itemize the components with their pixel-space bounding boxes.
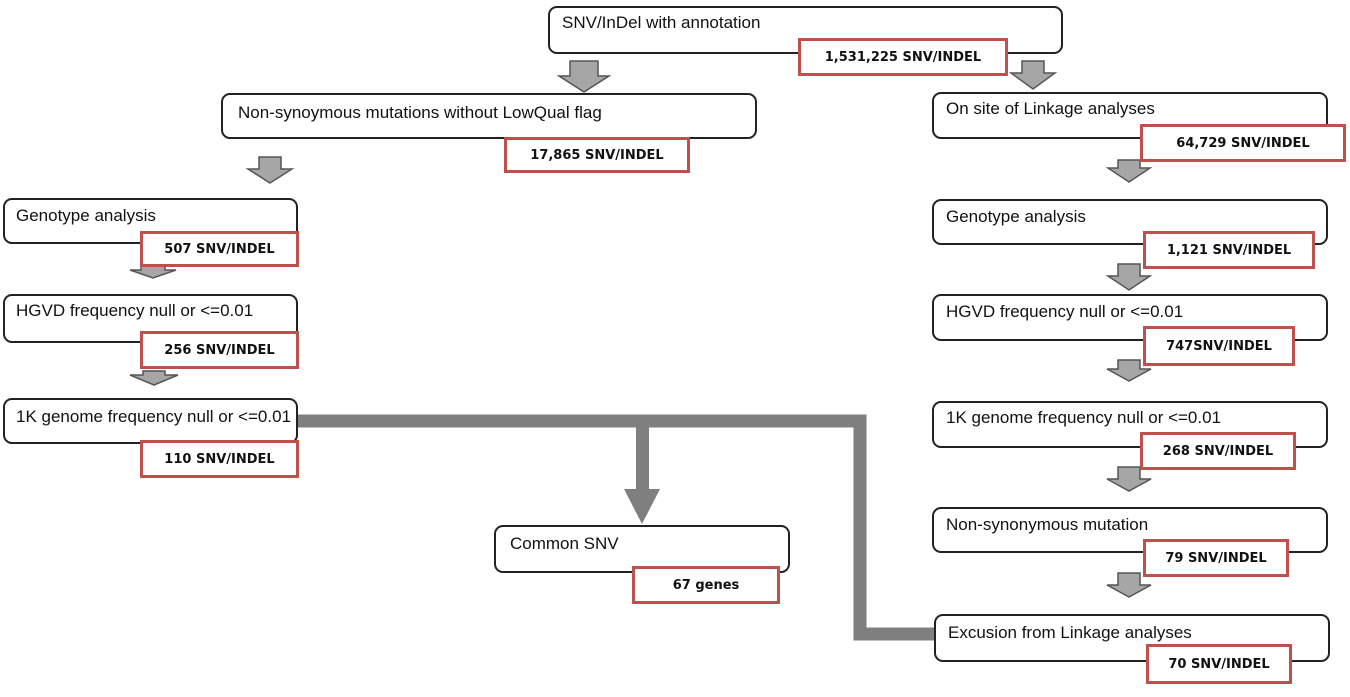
left-kgenome-label: 1K genome frequency null or <=0.01 [16, 407, 292, 426]
connector-stem-to-common [636, 421, 649, 491]
right-hgvd-count-badge: 747SNV/INDEL [1143, 326, 1295, 366]
right-genotype-label: Genotype analysis [946, 207, 1086, 226]
start-count-badge: 1,531,225 SNV/INDEL [798, 38, 1008, 76]
left-kgenome-count-badge: 110 SNV/INDEL [140, 440, 299, 478]
nonsyn-label: Non-synoymous mutations without LowQual … [238, 103, 602, 122]
nonsyn-box [221, 93, 757, 139]
excusion-label: Excusion from Linkage analyses [948, 623, 1192, 642]
left-hgvd-count-badge: 256 SNV/INDEL [140, 331, 299, 369]
right-hgvd-label: HGVD frequency null or <=0.01 [946, 302, 1184, 321]
right-nonsyn-box [932, 507, 1328, 553]
flow-arrow-linkage-to-genotype [1105, 159, 1153, 183]
right-kgenome-count-badge: 268 SNV/INDEL [1140, 432, 1296, 470]
linkage-box [932, 92, 1328, 139]
right-nonsyn-label: Non-synonymous mutation [946, 515, 1149, 534]
common-count-badge: 67 genes [632, 566, 780, 604]
excusion-count-badge: 70 SNV/INDEL [1146, 644, 1292, 684]
flow-arrow-nonsyn-to-genotype [245, 156, 295, 184]
flow-arrow-nonsyn-to-excusion-right [1106, 572, 1152, 598]
left-genotype-count-badge: 507 SNV/INDEL [140, 231, 299, 267]
common-box [494, 525, 790, 573]
flow-arrow-kgenome-to-nonsyn-right [1106, 466, 1152, 492]
flow-arrow-start-to-nonsyn [556, 60, 612, 93]
left-genotype-label: Genotype analysis [16, 206, 156, 225]
right-kgenome-label: 1K genome frequency null or <=0.01 [946, 408, 1222, 427]
connector-line-to-excusion [292, 414, 935, 641]
nonsyn-count-badge: 17,865 SNV/INDEL [504, 137, 690, 173]
left-hgvd-label: HGVD frequency null or <=0.01 [16, 301, 254, 320]
right-genotype-count-badge: 1,121 SNV/INDEL [1143, 231, 1315, 269]
right-nonsyn-count-badge: 79 SNV/INDEL [1143, 539, 1289, 577]
flow-arrow-hgvd-to-kgenome [129, 370, 179, 386]
connector-arrowhead-to-common [624, 489, 660, 524]
start-label: SNV/InDel with annotation [562, 13, 761, 32]
linkage-count-badge: 64,729 SNV/INDEL [1140, 124, 1346, 162]
flow-arrow-genotype-to-hgvd-right [1105, 263, 1153, 291]
flow-arrow-hgvd-to-kgenome-right [1106, 359, 1152, 382]
flow-arrow-start-to-linkage [1008, 60, 1058, 90]
linkage-label: On site of Linkage analyses [946, 99, 1155, 118]
common-label: Common SNV [510, 534, 619, 553]
